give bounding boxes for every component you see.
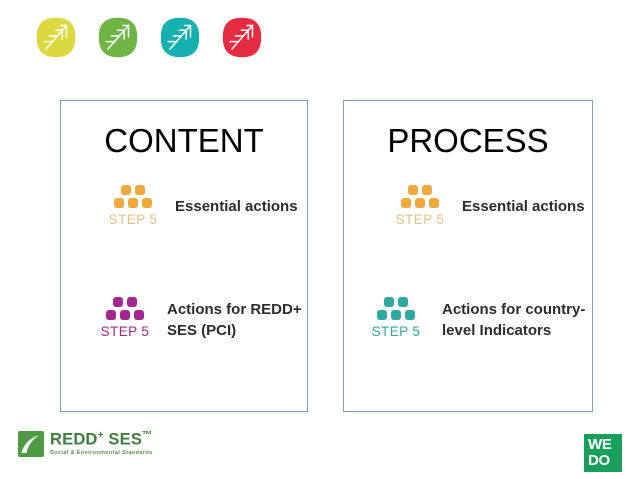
panel-process-title: PROCESS	[387, 122, 549, 159]
step-label: STEP 5	[395, 212, 445, 227]
dot-grid-icon	[97, 185, 169, 208]
step-row-content-redd-ses: STEP 5 Actions for REDD+ SES (PCI)	[61, 297, 307, 341]
step-row-process-country-indicators: STEP 5 Actions for country-level Indicat…	[344, 297, 592, 341]
panel-process: PROCESS STEP 5 Essential actions	[343, 100, 593, 412]
wedo-line-1: WE	[588, 436, 612, 453]
dot-grid-icon	[384, 185, 456, 208]
step-text: Actions for REDD+ SES (PCI)	[167, 301, 302, 339]
step-text: Essential actions	[462, 198, 585, 215]
redd-leaf-mark-icon	[18, 431, 44, 457]
leaf-icon-teal	[160, 17, 200, 58]
dot-grid-icon	[360, 297, 432, 320]
step-badge-orange-content: STEP 5	[97, 185, 169, 227]
trademark-icon: ™	[142, 430, 153, 442]
redd-ses-tagline: Social & Environmental Standards	[50, 450, 153, 457]
wedo-line-2: DO	[588, 452, 610, 469]
step-label: STEP 5	[371, 324, 421, 339]
step-badge-magenta-content: STEP 5	[89, 297, 161, 339]
step-badge-orange-process: STEP 5	[384, 185, 456, 227]
wedo-logo: WE DO	[584, 434, 622, 472]
leaf-icon-strip	[36, 17, 262, 58]
step-row-content-essential: STEP 5 Essential actions	[61, 185, 307, 227]
panel-content: CONTENT STEP 5 Essential actions	[60, 100, 308, 412]
redd-ses-logo: REDD+ SES™ Social & Environmental Standa…	[18, 431, 153, 457]
redd-ses-wordmark: REDD+ SES™	[50, 431, 153, 448]
panel-content-title: CONTENT	[104, 122, 264, 159]
leaf-icon-red	[222, 17, 262, 58]
step-text: Essential actions	[175, 198, 298, 215]
step-row-process-essential: STEP 5 Essential actions	[344, 185, 592, 227]
leaf-icon-yellow	[36, 17, 76, 58]
plus-sign: +	[97, 430, 104, 442]
step-text: Actions for country-level Indicators	[442, 301, 586, 339]
leaf-icon-green	[98, 17, 138, 58]
step-label: STEP 5	[108, 212, 158, 227]
dot-grid-icon	[89, 297, 161, 320]
step-badge-teal-process: STEP 5	[360, 297, 432, 339]
ses-word: SES	[108, 430, 143, 449]
step-label: STEP 5	[100, 324, 150, 339]
redd-word: REDD	[50, 430, 98, 449]
